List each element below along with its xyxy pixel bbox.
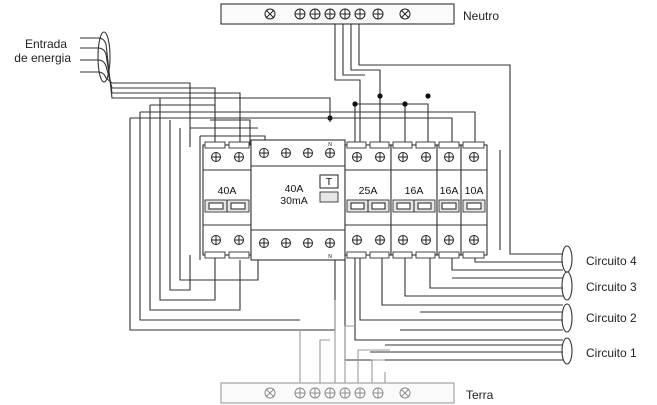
rcd-sensitivity: 30mA — [280, 195, 307, 207]
circuit-breaker-16a: 16A — [390, 141, 438, 259]
main-breaker-rating: 40A — [218, 185, 237, 197]
junction-dot — [425, 93, 431, 99]
circuit2-cable — [561, 303, 573, 333]
circuit2-label: Circuito 2 — [586, 311, 637, 325]
main-breaker: 40A — [202, 141, 252, 259]
supply-label-line2: de energia — [14, 51, 71, 65]
rcd-device: T 40A 30mA N N — [250, 139, 346, 261]
breaker-25a-rating: 25A — [359, 185, 378, 197]
earth-bar — [220, 382, 455, 404]
circuit-output-wires — [344, 150, 563, 361]
circuit1-label: Circuito 1 — [586, 346, 637, 360]
breaker-16a-single-rating: 16A — [440, 185, 459, 197]
breaker-16a-rating: 16A — [405, 185, 424, 197]
breaker-10a-rating: 10A — [465, 185, 484, 197]
circuit3-cable — [561, 271, 573, 301]
supply-input-wires — [80, 31, 331, 147]
neutral-wiring — [330, 24, 563, 255]
circuit-breaker-25a: 25A — [344, 141, 392, 259]
phase-feed-wires — [129, 111, 476, 331]
earth-bar-screws — [264, 387, 411, 399]
circuit-breaker-16a-single: 16A — [436, 141, 462, 259]
rcd-neutral-mark-top: N — [328, 142, 332, 148]
circuit1-cable — [561, 337, 573, 365]
rcd-current-rating: 40A — [285, 183, 304, 195]
circuit4-cable — [561, 245, 573, 273]
earth-wires — [299, 300, 390, 383]
neutral-label: Neutro — [463, 9, 499, 23]
circuit-breaker-10a: 10A — [460, 141, 488, 259]
earth-label: Terra — [466, 388, 494, 402]
rcd-test-button[interactable]: T — [326, 176, 333, 188]
rcd-neutral-mark-bottom: N — [328, 254, 332, 260]
junction-dot — [352, 101, 358, 107]
circuit3-label: Circuito 3 — [586, 280, 637, 294]
circuit4-label: Circuito 4 — [586, 254, 637, 268]
supply-label-line1: Entrada — [25, 37, 67, 51]
neutral-bar — [220, 3, 455, 25]
junction-dot — [402, 101, 408, 107]
neutral-bar-screws — [264, 8, 411, 20]
junction-dot — [377, 93, 383, 99]
